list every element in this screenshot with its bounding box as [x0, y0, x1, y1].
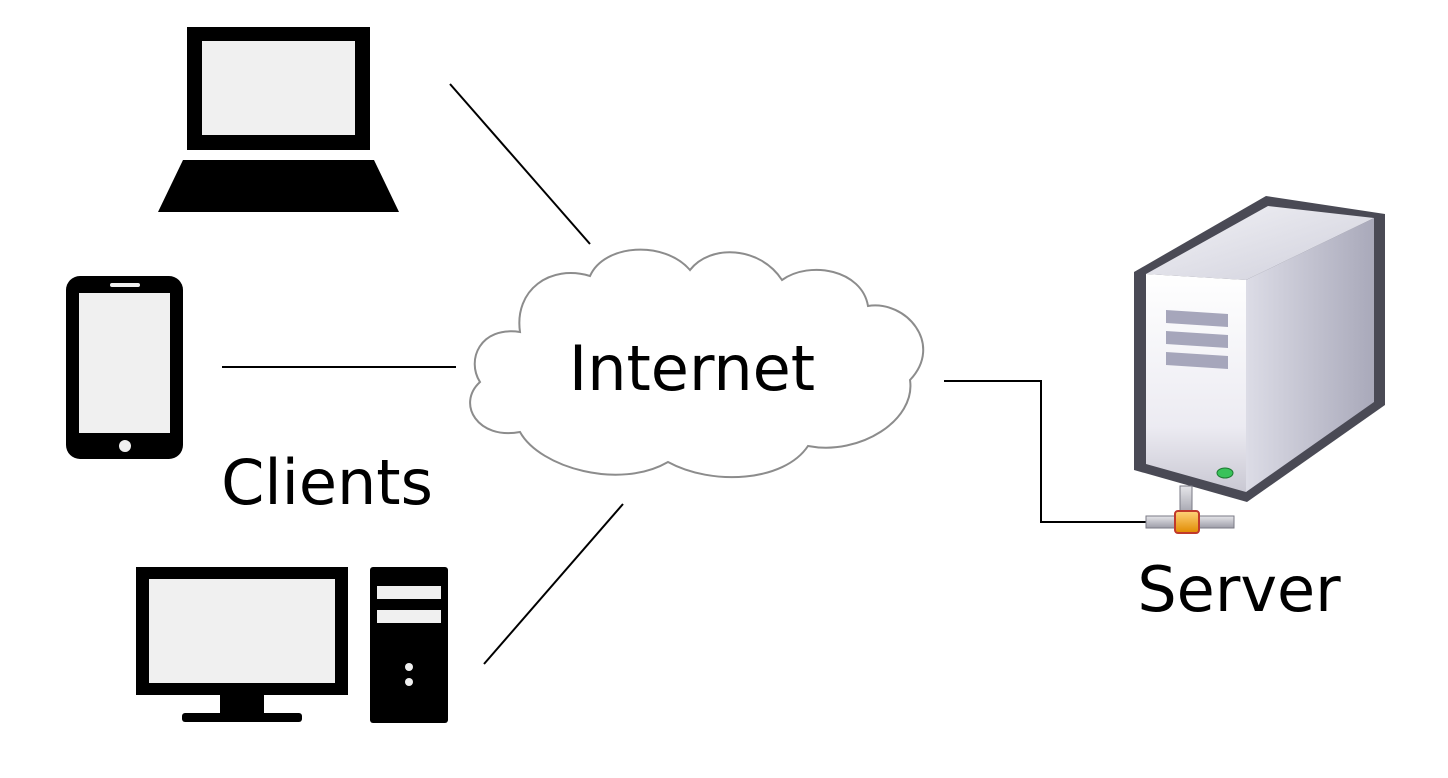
laptop-icon [158, 27, 399, 212]
smartphone-icon [66, 276, 183, 459]
laptop-to-internet-line [449, 83, 591, 245]
connection-lines [222, 83, 1150, 665]
desktop-to-internet-line [483, 503, 624, 665]
clients-label: Clients [221, 446, 433, 519]
cloud-icon [469, 248, 925, 479]
internet-label: Internet [569, 332, 815, 405]
server-label: Server [1137, 553, 1341, 626]
desktop-computer-icon [136, 567, 448, 723]
internet-to-server-line [944, 380, 1150, 523]
server-tower-icon [1134, 196, 1385, 534]
